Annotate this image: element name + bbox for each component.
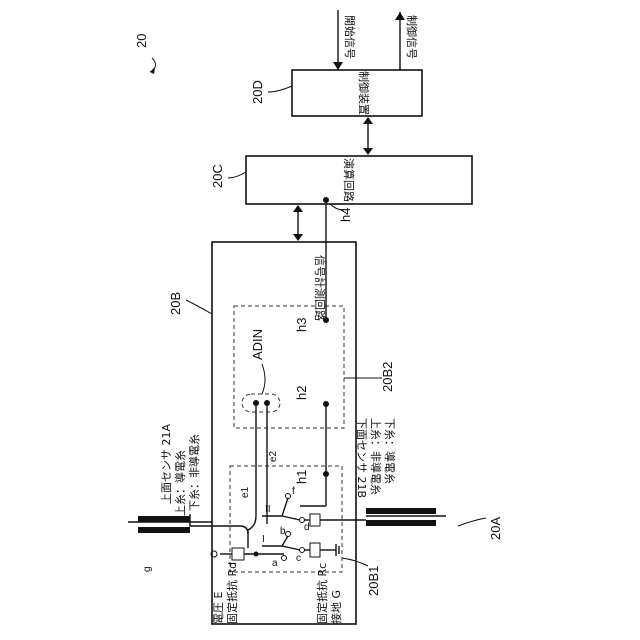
- ref-measure-leader: [186, 300, 212, 314]
- upper-sensor-coil: [138, 516, 190, 533]
- ref-compute: 20C: [210, 164, 225, 188]
- lower-sensor-name: 下面センサ 21B: [355, 418, 368, 498]
- compute-circuit-label: 演算回路: [342, 158, 356, 202]
- switch-label-ii: II: [265, 504, 271, 515]
- node-h4: [323, 197, 329, 203]
- control-signal-arrowhead: [395, 12, 405, 20]
- node-e2-terminal: [264, 400, 270, 406]
- control-signal-label: 制御信号: [405, 15, 419, 59]
- control-device-box: [292, 70, 422, 116]
- contact-f-label: f: [292, 486, 295, 497]
- contact-a-label: a: [272, 558, 278, 569]
- link-20d-20c-head-top: [363, 117, 373, 124]
- ref-sensor-set-leader: [458, 518, 486, 526]
- lower-sensor-coil: [366, 508, 436, 526]
- ref-system: 20: [134, 34, 149, 48]
- node-e1-terminal: [253, 400, 259, 406]
- start-signal-arrowhead: [333, 62, 343, 70]
- upper-sensor-line1: 上糸：導電糸: [173, 450, 187, 516]
- voltage-label: 電圧 E: [212, 592, 225, 624]
- ref-sensor-set: 20A: [488, 517, 503, 540]
- junction-rd: [254, 552, 259, 557]
- contact-c-label: c: [296, 553, 301, 564]
- start-signal-label: 開始信号: [343, 15, 357, 59]
- upper-sensor-line2: 下糸：非導電糸: [187, 434, 201, 511]
- fixed-res-1-label: 固定抵抗 Rd: [225, 562, 239, 624]
- node-h3: [323, 317, 329, 323]
- node-e1-label: e1: [240, 486, 251, 498]
- lower-sensor-line1: 上糸：非導電糸: [369, 418, 383, 495]
- contact-b-label: b: [280, 526, 286, 537]
- ref-switch-sub: 20B1: [366, 566, 381, 596]
- ref-measure-sub: 20B2: [380, 362, 395, 392]
- node-h1-label: h1: [294, 470, 309, 484]
- node-h3-label: h3: [294, 318, 309, 332]
- terminal-g-label: g: [142, 566, 153, 572]
- node-e2-label: e2: [268, 450, 279, 462]
- measure-circuit-label: 信号計測回路: [313, 255, 327, 321]
- upper-sensor-name: 上面センサ 21A: [160, 424, 173, 504]
- ref-measure: 20B: [168, 292, 183, 315]
- lower-sensor-line2: 下糸：導電糸: [383, 418, 397, 484]
- link-20d-20c-head-bottom: [363, 148, 373, 155]
- node-h2-label: h2: [294, 386, 309, 400]
- switch-label-i: I: [262, 534, 265, 545]
- control-device-label: 制御装置: [357, 71, 371, 115]
- fixed-res-2-label: 固定抵抗 Rc: [315, 563, 329, 624]
- contact-d-label: d: [304, 522, 310, 533]
- ref-compute-leader: [228, 172, 246, 178]
- link-20c-20b-head-top: [293, 205, 303, 212]
- compute-circuit-box: [246, 156, 472, 204]
- adin-label: ADIN: [250, 329, 265, 360]
- link-20c-20b-head-bottom: [293, 234, 303, 241]
- ref-control-leader: [268, 86, 292, 92]
- ref-control: 20D: [250, 80, 265, 104]
- ground-label: 接地 G: [330, 590, 343, 624]
